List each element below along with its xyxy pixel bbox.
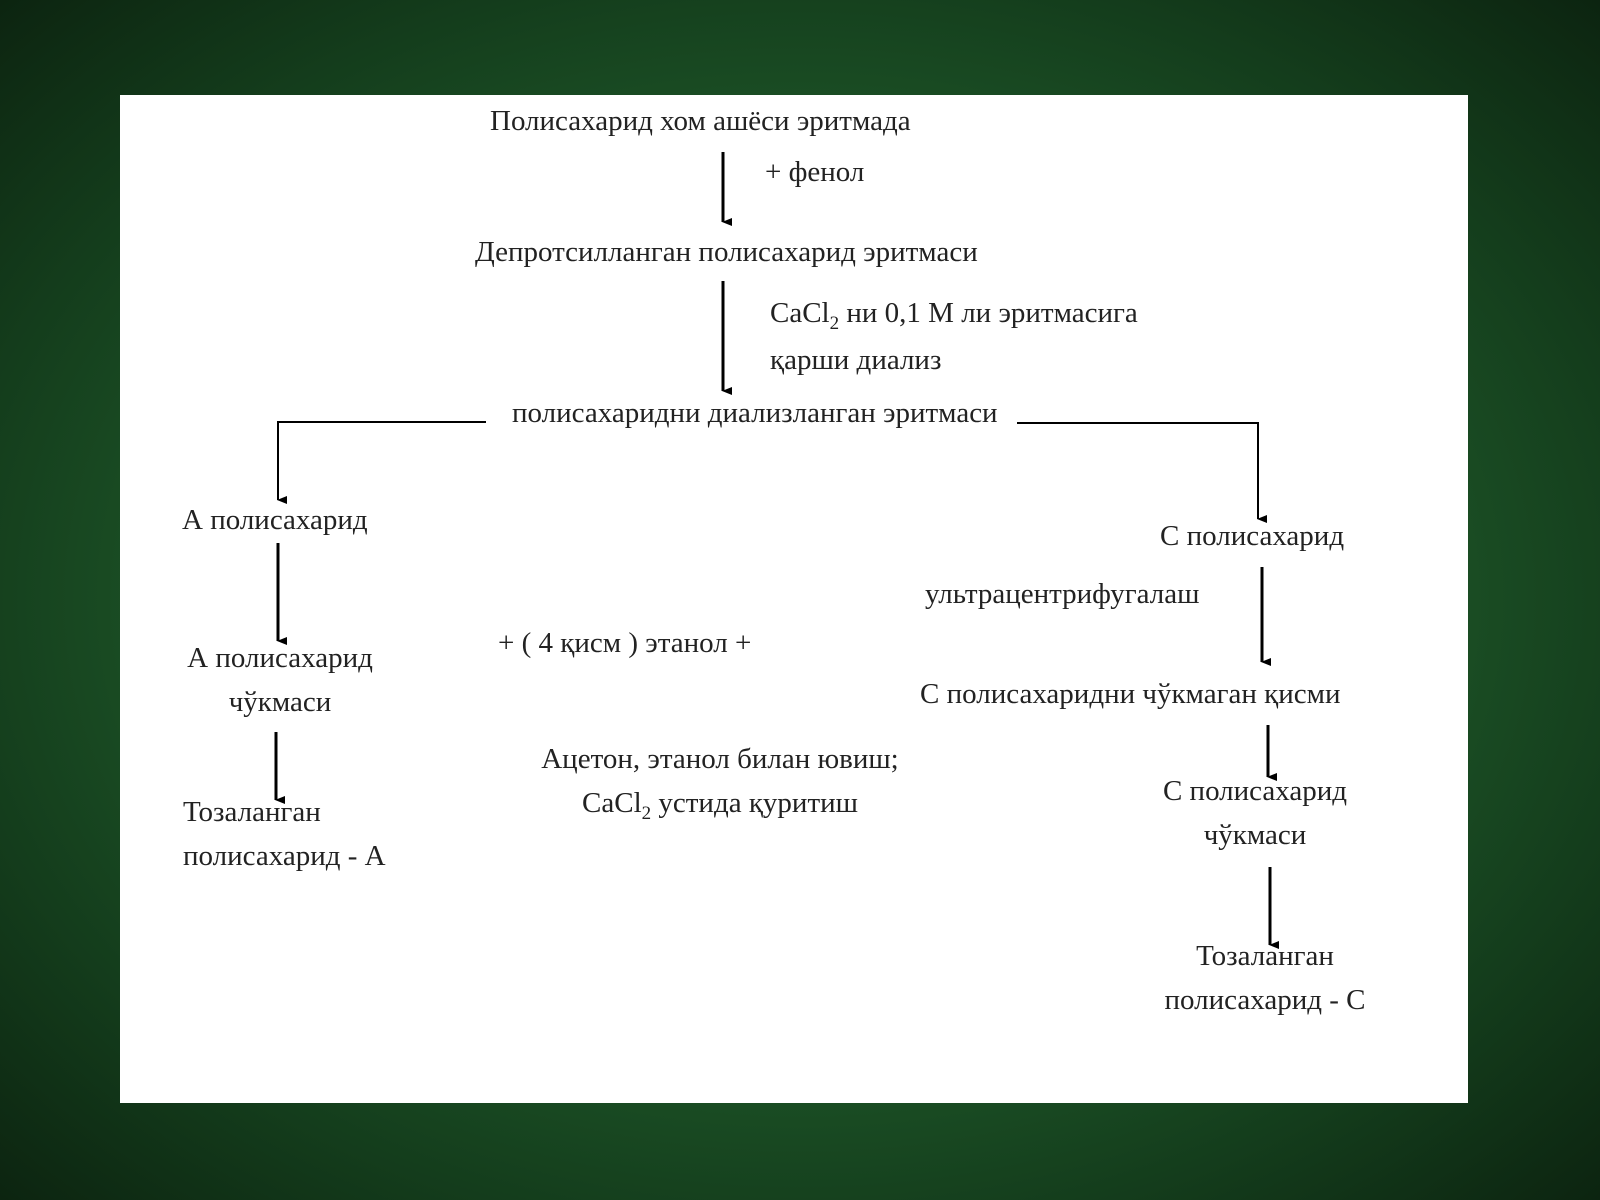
node-poly-a-precipitate: А полисахарид чўкмаси — [155, 637, 405, 724]
dry-text: устида қуритиш — [651, 786, 858, 819]
purified-c-line1: Тозаланган — [1196, 940, 1334, 972]
node-poly-a: А полисахарид — [182, 504, 368, 536]
dry-formula: CaCl — [582, 786, 642, 819]
dry-subscript: 2 — [641, 802, 652, 824]
step-phenol: + фенол — [765, 156, 865, 188]
step-wash: Ацетон, этанол билан ювиш; — [541, 743, 899, 775]
arrow-dialyzed-to-poly-c — [1017, 422, 1267, 523]
diagram-slide: Полисахарид хом ашёси эритмада + фенол Д… — [120, 95, 1468, 1103]
flow-arrows — [274, 152, 1279, 949]
poly-c-precipitate-line2: чўкмаси — [1203, 818, 1307, 851]
node-poly-c-precipitate: С полисахарид чўкмаси — [1130, 770, 1380, 857]
cacl2-text: ни 0,1 М ли эритмасига — [839, 297, 1138, 329]
node-purified-a: Тозаланган полисахарид - А — [183, 791, 386, 878]
arrow-dialyzed-to-poly-a — [277, 421, 486, 504]
poly-a-precipitate-line2: чўкмаси — [228, 685, 332, 718]
purified-a-line2: полисахарид - А — [183, 839, 386, 872]
step-ethanol: + ( 4 қисм ) этанол + — [498, 627, 752, 659]
purified-c-line2: полисахарид - С — [1164, 983, 1366, 1016]
step-wash-dry: Ацетон, этанол билан ювиш; CaCl2 устида … — [480, 738, 960, 828]
cacl2-subscript: 2 — [829, 312, 840, 334]
purified-a-line1: Тозаланган — [183, 796, 321, 828]
poly-c-precipitate-line1: С полисахарид — [1162, 775, 1348, 807]
node-raw-solution: Полисахарид хом ашёси эритмада — [490, 105, 911, 137]
poly-a-precipitate-line1: А полисахарид — [187, 642, 373, 674]
node-dialyzed: полисахаридни диализланган эритмаси — [512, 397, 998, 429]
step-dry: CaCl2 устида қуритиш — [480, 782, 960, 828]
node-poly-c: С полисахарид — [1160, 520, 1345, 552]
node-deproteinized: Депротсилланган полисахарид эритмаси — [475, 236, 978, 268]
cacl2-formula: CaCl — [770, 297, 830, 329]
step-cacl2-dialysis: CaCl2 ни 0,1 М ли эритмасига — [770, 292, 1138, 338]
step-ultracentrifuge: ультрацентрифугалаш — [925, 578, 1200, 610]
step-counter-dialysis: қарши диализ — [770, 344, 942, 376]
node-poly-c-unprecipitated: С полисахаридни чўкмаган қисми — [920, 678, 1341, 710]
node-purified-c: Тозаланган полисахарид - С — [1130, 935, 1400, 1022]
